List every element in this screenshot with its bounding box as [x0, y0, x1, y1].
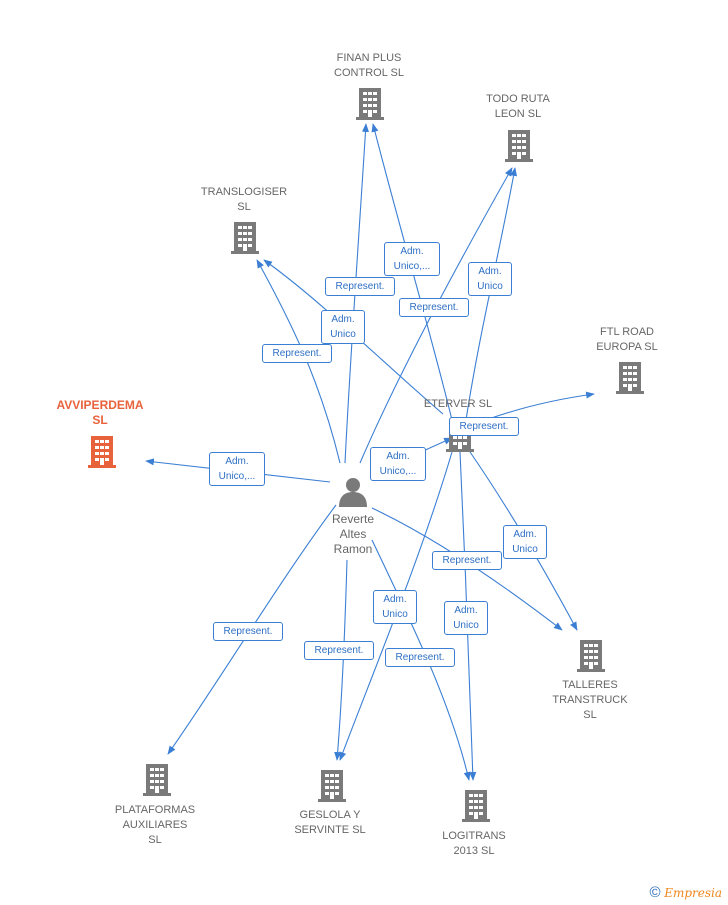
edge-label-represent-geslola: Represent.	[304, 641, 374, 660]
building-icon-avviperdema	[88, 436, 116, 468]
building-icon-todo-ruta	[505, 130, 533, 162]
node-label-geslola[interactable]: GESLOLA Y SERVINTE SL	[294, 809, 366, 836]
edge-label-adm-unico-todo: Adm. Unico	[468, 262, 512, 296]
brand-logo: Empresia	[664, 886, 722, 900]
node-label-ftl-road[interactable]: FTL ROAD EUROPA SL	[596, 326, 658, 353]
edge-label-adm-unico-eter: Adm. Unico,...	[370, 447, 426, 481]
edge-label-adm-unico-talleres: Adm. Unico	[503, 525, 547, 559]
edge-label-represent-ftl: Represent.	[449, 417, 519, 436]
building-icon-ftl-road	[616, 362, 644, 394]
building-icon-plataformas	[143, 764, 171, 796]
node-label-finan-plus[interactable]: FINAN PLUS CONTROL SL	[334, 52, 404, 79]
edge-label-represent-talleres: Represent.	[432, 551, 502, 570]
node-label-todo-ruta[interactable]: TODO RUTA LEON SL	[486, 93, 550, 120]
edge-label-adm-unico-geslola: Adm. Unico	[373, 590, 417, 624]
building-icon-translogiser	[231, 222, 259, 254]
edge-eterver-finan	[371, 123, 453, 421]
edge-label-represent-trans: Represent.	[262, 344, 332, 363]
edge-label-adm-unico-avvi: Adm. Unico,...	[209, 452, 265, 486]
node-label-eterver[interactable]: ETERVER SL	[423, 398, 493, 410]
building-icon-logitrans	[462, 790, 490, 822]
edge-label-represent-logitrans: Represent.	[385, 648, 455, 667]
node-label-logitrans[interactable]: LOGITRANS 2013 SL	[442, 830, 506, 857]
building-icon-geslola	[318, 770, 346, 802]
edge-label-adm-unico-finan: Adm. Unico,...	[384, 242, 440, 276]
edge-label-adm-unico-logitrans: Adm. Unico	[444, 601, 488, 635]
node-label-plataformas[interactable]: PLATAFORMAS AUXILIARES SL	[114, 804, 196, 846]
edge-label-represent-plataformas: Represent.	[213, 622, 283, 641]
edge-label-represent-todo: Represent.	[399, 298, 469, 317]
building-icon-finan-plus	[356, 88, 384, 120]
edge-person-geslola	[334, 559, 348, 761]
edge-label-adm-unico-trans: Adm. Unico	[321, 310, 365, 344]
node-label-talleres[interactable]: TALLERES TRANSTRUCK SL	[552, 679, 628, 721]
building-icon-talleres	[577, 640, 605, 672]
footer-brand[interactable]: © Empresia	[650, 884, 723, 901]
edge-label-represent-finan: Represent.	[325, 277, 395, 296]
copyright-icon: ©	[649, 884, 661, 901]
node-label-avviperdema[interactable]: AVVIPERDEMA SL	[56, 398, 144, 427]
node-label-translogiser[interactable]: TRANSLOGISER SL	[200, 186, 288, 213]
node-label-person[interactable]: Reverte Altes Ramon	[331, 512, 375, 556]
person-icon	[339, 478, 367, 507]
